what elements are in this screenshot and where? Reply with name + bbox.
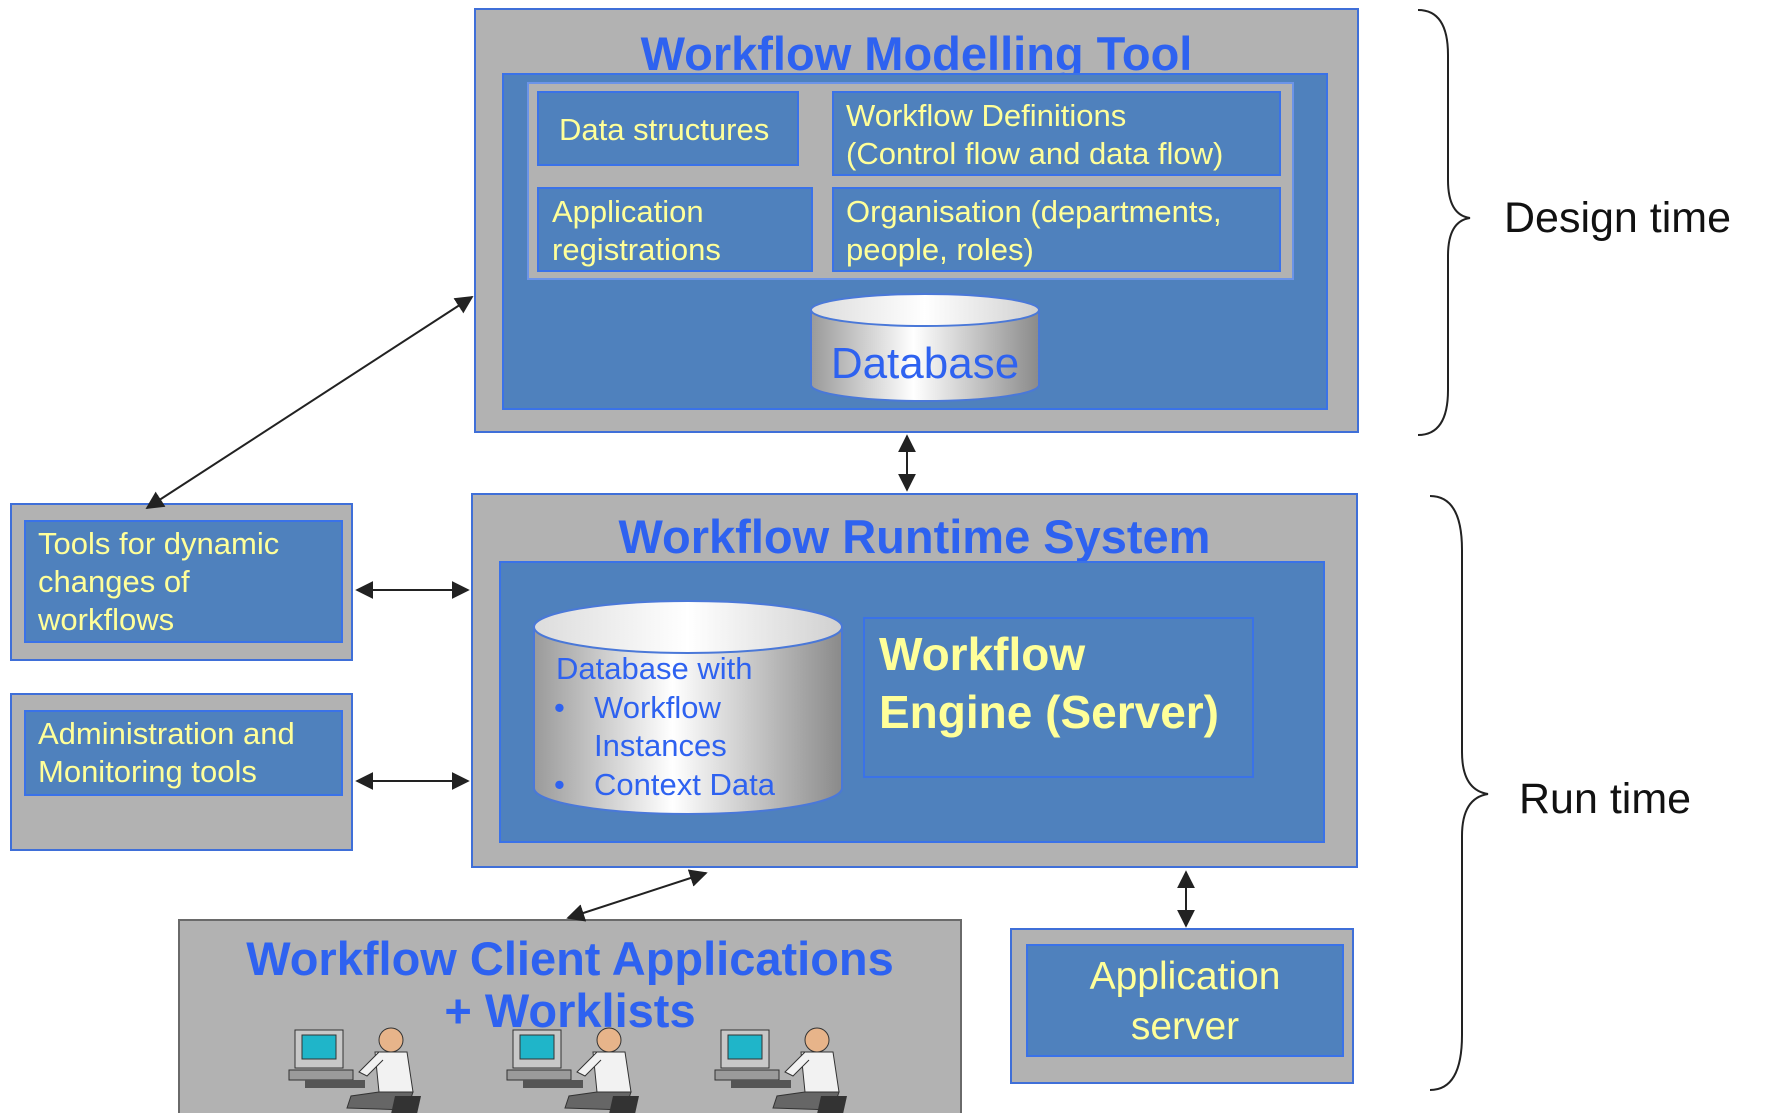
admin-tools-label-1: Administration and: [38, 716, 295, 751]
organisation-label-1: Organisation (departments,: [846, 194, 1222, 229]
client-apps-title-2: + Worklists: [444, 984, 696, 1037]
dynamic-tools-label-1: Tools for dynamic: [38, 526, 280, 561]
workflow-definitions-label-2: (Control flow and data flow): [846, 136, 1224, 171]
app-registrations-label-1: Application: [552, 194, 704, 229]
run-time-label: Run time: [1519, 775, 1692, 823]
workflow-definitions-label-1: Workflow Definitions: [846, 98, 1127, 133]
workflow-engine-label-1: Workflow: [879, 628, 1086, 680]
runtime-db-item-1b: Instances: [594, 728, 727, 763]
runtime-db-bullet-1: •: [554, 690, 565, 725]
app-server-label-2: server: [1130, 1005, 1240, 1048]
workflow-engine-label-2: Engine (Server): [879, 686, 1219, 738]
database-label: Database: [831, 339, 1019, 388]
app-registrations-box: Application registrations: [537, 187, 813, 272]
app-server-box: Application server: [1026, 944, 1344, 1057]
client-apps-title-1: Workflow Client Applications: [246, 932, 894, 985]
organisation-label-2: people, roles): [846, 232, 1034, 267]
admin-tools-box: Administration and Monitoring tools: [24, 710, 343, 796]
runtime-database-cylinder-icon: Database with • Workflow Instances • Con…: [533, 600, 843, 815]
runtime-db-item-2: Context Data: [594, 767, 776, 802]
dynamic-tools-box: Tools for dynamic changes of workflows: [24, 520, 343, 643]
runtime-db-bullet-2: •: [554, 767, 565, 802]
app-registrations-label-2: registrations: [552, 232, 721, 267]
runtime-db-label: Database with: [556, 651, 752, 686]
app-server-label-1: Application: [1089, 955, 1281, 998]
design-time-brace-icon: [1417, 9, 1471, 436]
runtime-system-title: Workflow Runtime System: [618, 510, 1211, 563]
workflow-engine-box: Workflow Engine (Server): [863, 617, 1254, 778]
admin-tools-label-2: Monitoring tools: [38, 754, 257, 789]
workflow-definitions-box: Workflow Definitions (Control flow and d…: [832, 91, 1281, 176]
data-structures-label: Data structures: [559, 112, 770, 147]
user-at-computer-icon: [288, 1027, 421, 1113]
data-structures-box: Data structures: [537, 91, 799, 166]
design-time-label: Design time: [1504, 194, 1732, 242]
run-time-brace-icon: [1429, 495, 1489, 1091]
organisation-box: Organisation (departments, people, roles…: [832, 187, 1281, 272]
modelling-tool-title: Workflow Modelling Tool: [640, 27, 1193, 80]
user-at-computer-icon: [714, 1027, 847, 1113]
dynamic-tools-label-2: changes of: [38, 564, 190, 599]
runtime-db-item-1a: Workflow: [594, 690, 722, 725]
dynamic-tools-label-3: workflows: [38, 602, 175, 637]
database-cylinder-icon: Database: [810, 293, 1040, 402]
user-at-computer-icon: [506, 1027, 639, 1113]
arrow-clients-to-runtime: [566, 869, 708, 922]
arrow-dynamic-tools-to-modelling: [145, 296, 474, 509]
